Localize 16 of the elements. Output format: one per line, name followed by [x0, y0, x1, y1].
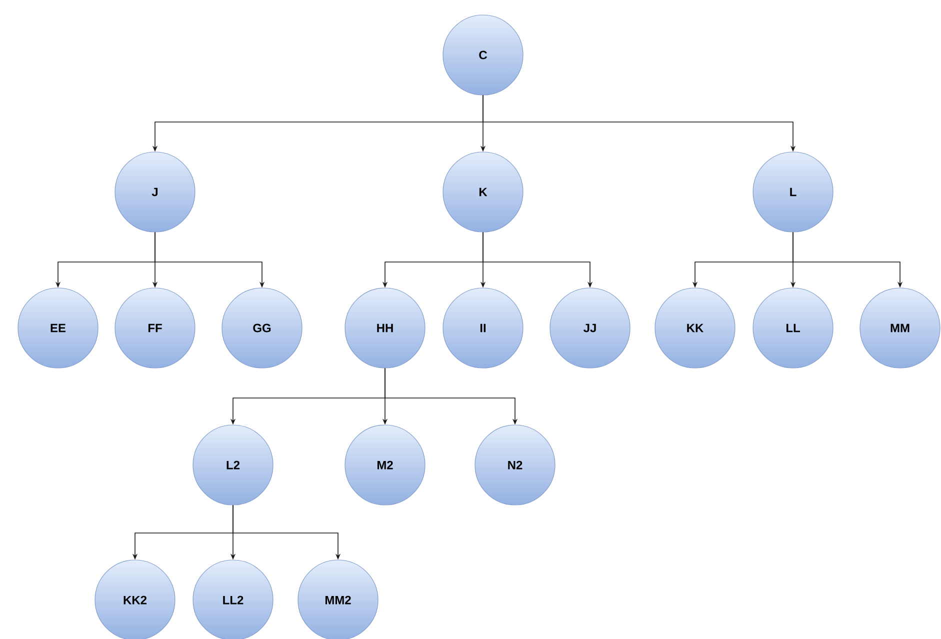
- circle-node: LL: [752, 288, 834, 368]
- circle-node: KK: [654, 288, 736, 368]
- circle-node: HH: [344, 288, 426, 368]
- circle-node: M2: [344, 424, 426, 506]
- circle-node: K: [442, 152, 524, 232]
- circle-node: II: [442, 288, 524, 368]
- circle-node: J: [114, 152, 196, 232]
- circle-node: JJ: [550, 288, 630, 368]
- circle-node: FF: [114, 288, 196, 368]
- circle-node: EE: [18, 288, 98, 368]
- circle-node: N2: [474, 424, 556, 506]
- circle-node: L2: [192, 424, 274, 506]
- circle-node: L: [752, 152, 834, 232]
- circle-node: C: [442, 14, 524, 96]
- circle-node: MM: [860, 288, 940, 368]
- circle-node: GG: [222, 288, 302, 368]
